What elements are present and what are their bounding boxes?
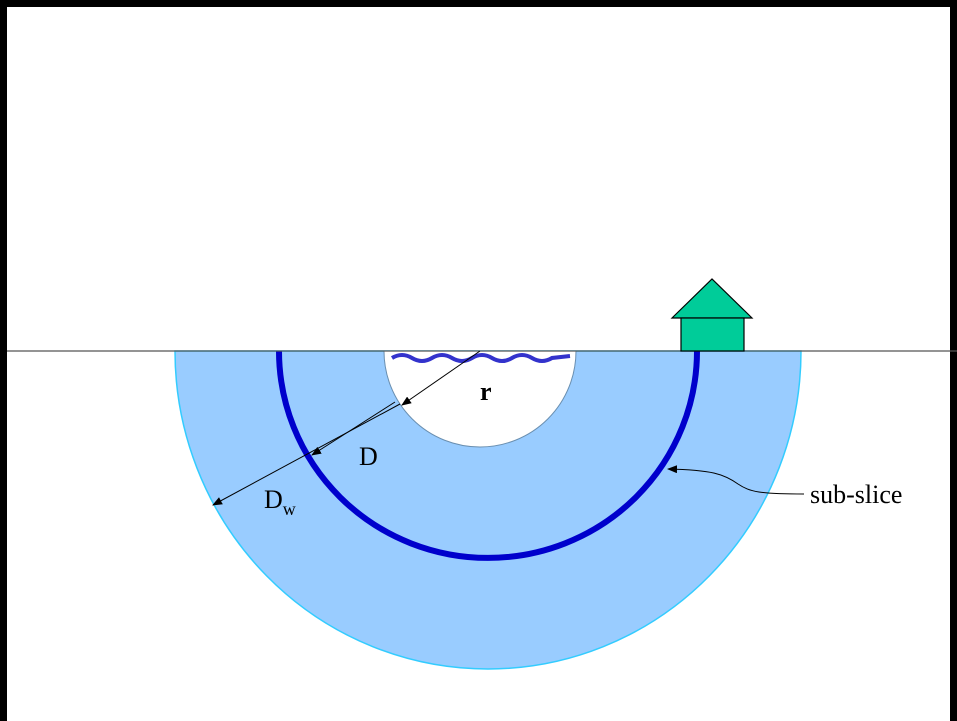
house-icon (670, 278, 754, 352)
distance-w-main: D (264, 485, 283, 514)
river-wave-icon (390, 353, 571, 363)
distance-w-subscript: w (283, 499, 296, 519)
subslice-label: sub-slice (810, 480, 902, 509)
inner-source-circle (383, 350, 577, 448)
subslice-ring (276, 350, 700, 561)
distance-d-arrow (311, 401, 396, 456)
distance-w-label: Dw (264, 485, 296, 519)
radius-label: r (480, 377, 492, 406)
subslice-pointer (667, 465, 805, 495)
radius-line (401, 350, 481, 406)
distance-label: D (359, 442, 378, 471)
distance-dw-arrow (212, 403, 401, 506)
